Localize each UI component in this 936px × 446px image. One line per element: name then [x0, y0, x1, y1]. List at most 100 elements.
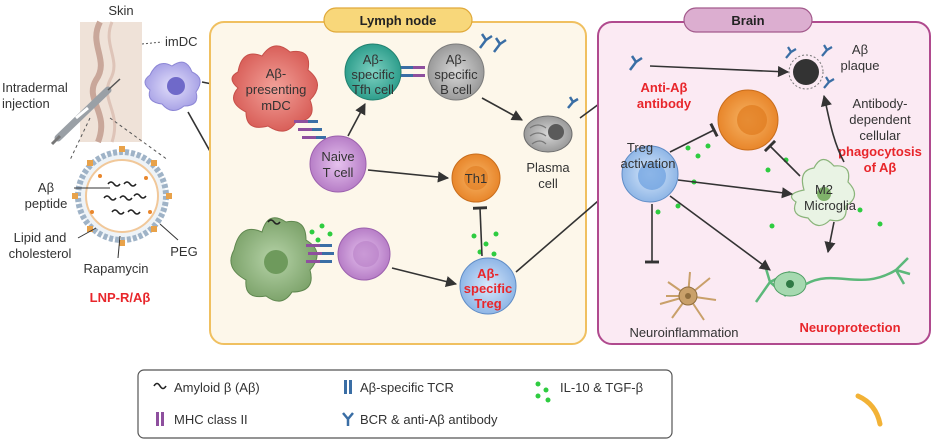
mdc-label-2: presenting: [246, 82, 307, 97]
arrow-tcell-to-treg: [391, 267, 458, 287]
bcr-icon: [479, 33, 493, 49]
peg-leader: [159, 223, 179, 241]
arrow-naive-to-th1: [367, 169, 450, 183]
th1-cell: Th1: [451, 153, 501, 203]
peptide-label-2: peptide: [25, 196, 68, 211]
antibody-label-2: antibody: [637, 96, 692, 111]
lipid-label-1: Lipid and: [14, 230, 67, 245]
adcp-label-3: cellular: [859, 128, 901, 143]
lymph-node-panel: Lymph node Aβ- presenting mDC Naive T ce…: [209, 7, 587, 345]
t-cell-tdc: [337, 227, 391, 281]
imdc-leader: [141, 41, 163, 45]
bcell-label-2: specific: [434, 67, 478, 82]
plasma-cell: Plasma cell: [523, 96, 579, 191]
rapamycin-leader: [117, 235, 121, 259]
antibody-label-1: Anti-Aβ: [641, 80, 688, 95]
arrow-treg-to-neuron: [669, 195, 771, 271]
adcp-label-5: of Aβ: [864, 160, 897, 175]
mhc-tcr-pairs-mdc: [294, 120, 326, 139]
lnp-name: LNP-R/Aβ: [90, 290, 151, 305]
arrow-bcell-to-plasma: [481, 97, 523, 121]
legend-box: [137, 369, 673, 439]
treg-activation-cell: [621, 145, 679, 203]
inhibit-treg-effector: [669, 122, 719, 153]
tfh-label-2: specific: [351, 67, 395, 82]
plasma-label-1: Plasma: [526, 160, 570, 175]
effector-cell: [717, 89, 779, 151]
inhibit-microglia-effector: [763, 139, 801, 177]
mdc-cell: Aβ- presenting mDC: [231, 45, 318, 132]
tfh-label-3: Tfh cell: [352, 82, 394, 97]
inhibit-treg-th1: [472, 206, 488, 257]
arrow-microglia-to-neuron: [824, 221, 836, 254]
tfh-bcell-receptors: [401, 66, 425, 77]
skin-tissue: [80, 22, 142, 142]
astrocyte-cell: [659, 271, 717, 321]
treg-activation-label-1: Treg: [627, 140, 653, 155]
ab-specific-treg: Aβ- specific Treg: [459, 257, 517, 315]
bcell-label-1: Aβ-: [446, 52, 466, 67]
neuroinflammation-label: Neuroinflammation: [629, 325, 738, 340]
amyloid-icon: [153, 382, 167, 390]
peptide-label-1: Aβ: [38, 180, 54, 195]
tfh-cell: Aβ- specific Tfh cell: [344, 43, 402, 101]
ab-plaque: [785, 44, 835, 90]
naive-label-2: T cell: [323, 165, 354, 180]
bcell-label-3: B cell: [440, 82, 472, 97]
rapamycin-dots: [90, 174, 152, 214]
imdc-cell: [144, 61, 201, 111]
arrow-adcp: [821, 94, 845, 163]
b-cell: Aβ- specific B cell: [427, 33, 507, 101]
arrow-treg-to-microglia: [677, 179, 794, 199]
lymph-node-title: Lymph node: [360, 13, 437, 28]
m2-microglia: [790, 158, 856, 227]
th1-label: Th1: [465, 171, 487, 186]
brain-title: Brain: [731, 13, 764, 28]
bcr-legend-icon: [342, 412, 354, 426]
skin-layer-inner: [105, 21, 117, 143]
microglia-label-1: M2: [815, 182, 833, 197]
nanoparticle: Aβ peptide Lipid and cholesterol Rapamyc…: [9, 146, 198, 305]
peg-chains: [72, 146, 172, 246]
decorative-mark: [855, 393, 883, 427]
brain-panel: Brain Anti-Aβ antibody Aβ plaque Antibod…: [597, 7, 931, 345]
mdc-label-3: mDC: [261, 98, 291, 113]
skin-label: Skin: [108, 3, 133, 18]
adcp-label-1: Antibody-: [853, 96, 908, 111]
plaque-label-2: plaque: [840, 58, 879, 73]
cytokine-legend-icon: [535, 381, 551, 403]
adcp-label-2: dependent: [849, 112, 911, 127]
treg-label-3: Treg: [474, 296, 502, 311]
brain-title-pill: [683, 7, 813, 33]
cytokines-tdc: [309, 223, 333, 243]
legend-bcr: BCR & anti-Aβ antibody: [360, 412, 498, 427]
arrow-antibody-to-plaque: [649, 65, 790, 78]
treg-label-1: Aβ-: [477, 266, 499, 281]
cytokines-treg: [471, 231, 499, 257]
lipid-leader: [77, 227, 97, 239]
antibody-icon: [567, 96, 579, 109]
cytokines-brain: [655, 143, 883, 229]
tdc-cell: [230, 217, 318, 302]
amyloid-peptides: [103, 181, 147, 215]
legend-mhc: MHC class II: [174, 412, 248, 427]
zoom-line-left: [69, 117, 91, 161]
microglia-label-2: Microglia: [804, 198, 857, 213]
injection-label-1: Intradermal: [2, 80, 68, 95]
syringe-icon: [50, 78, 121, 146]
plaque-label-1: Aβ: [852, 42, 868, 57]
legend-cytokines: IL-10 & TGF-β: [560, 380, 643, 395]
treg-label-2: specific: [464, 281, 512, 296]
lymph-node-title-pill: [323, 7, 473, 33]
naive-t-cell: Naive T cell: [309, 135, 367, 193]
adcp-label-4: phagocytosis: [838, 144, 922, 159]
anti-ab-antibody-icon: [629, 55, 643, 71]
mhc-tcr-pairs-tdc: [306, 244, 334, 263]
imdc-label: imDC: [165, 34, 198, 49]
legend-tcr: Aβ-specific TCR: [360, 380, 454, 395]
tfh-label-1: Aβ-: [363, 52, 383, 67]
legend-amyloid: Amyloid β (Aβ): [174, 380, 260, 395]
mdc-label-1: Aβ-: [266, 66, 286, 81]
mhc-icon: [156, 412, 164, 426]
